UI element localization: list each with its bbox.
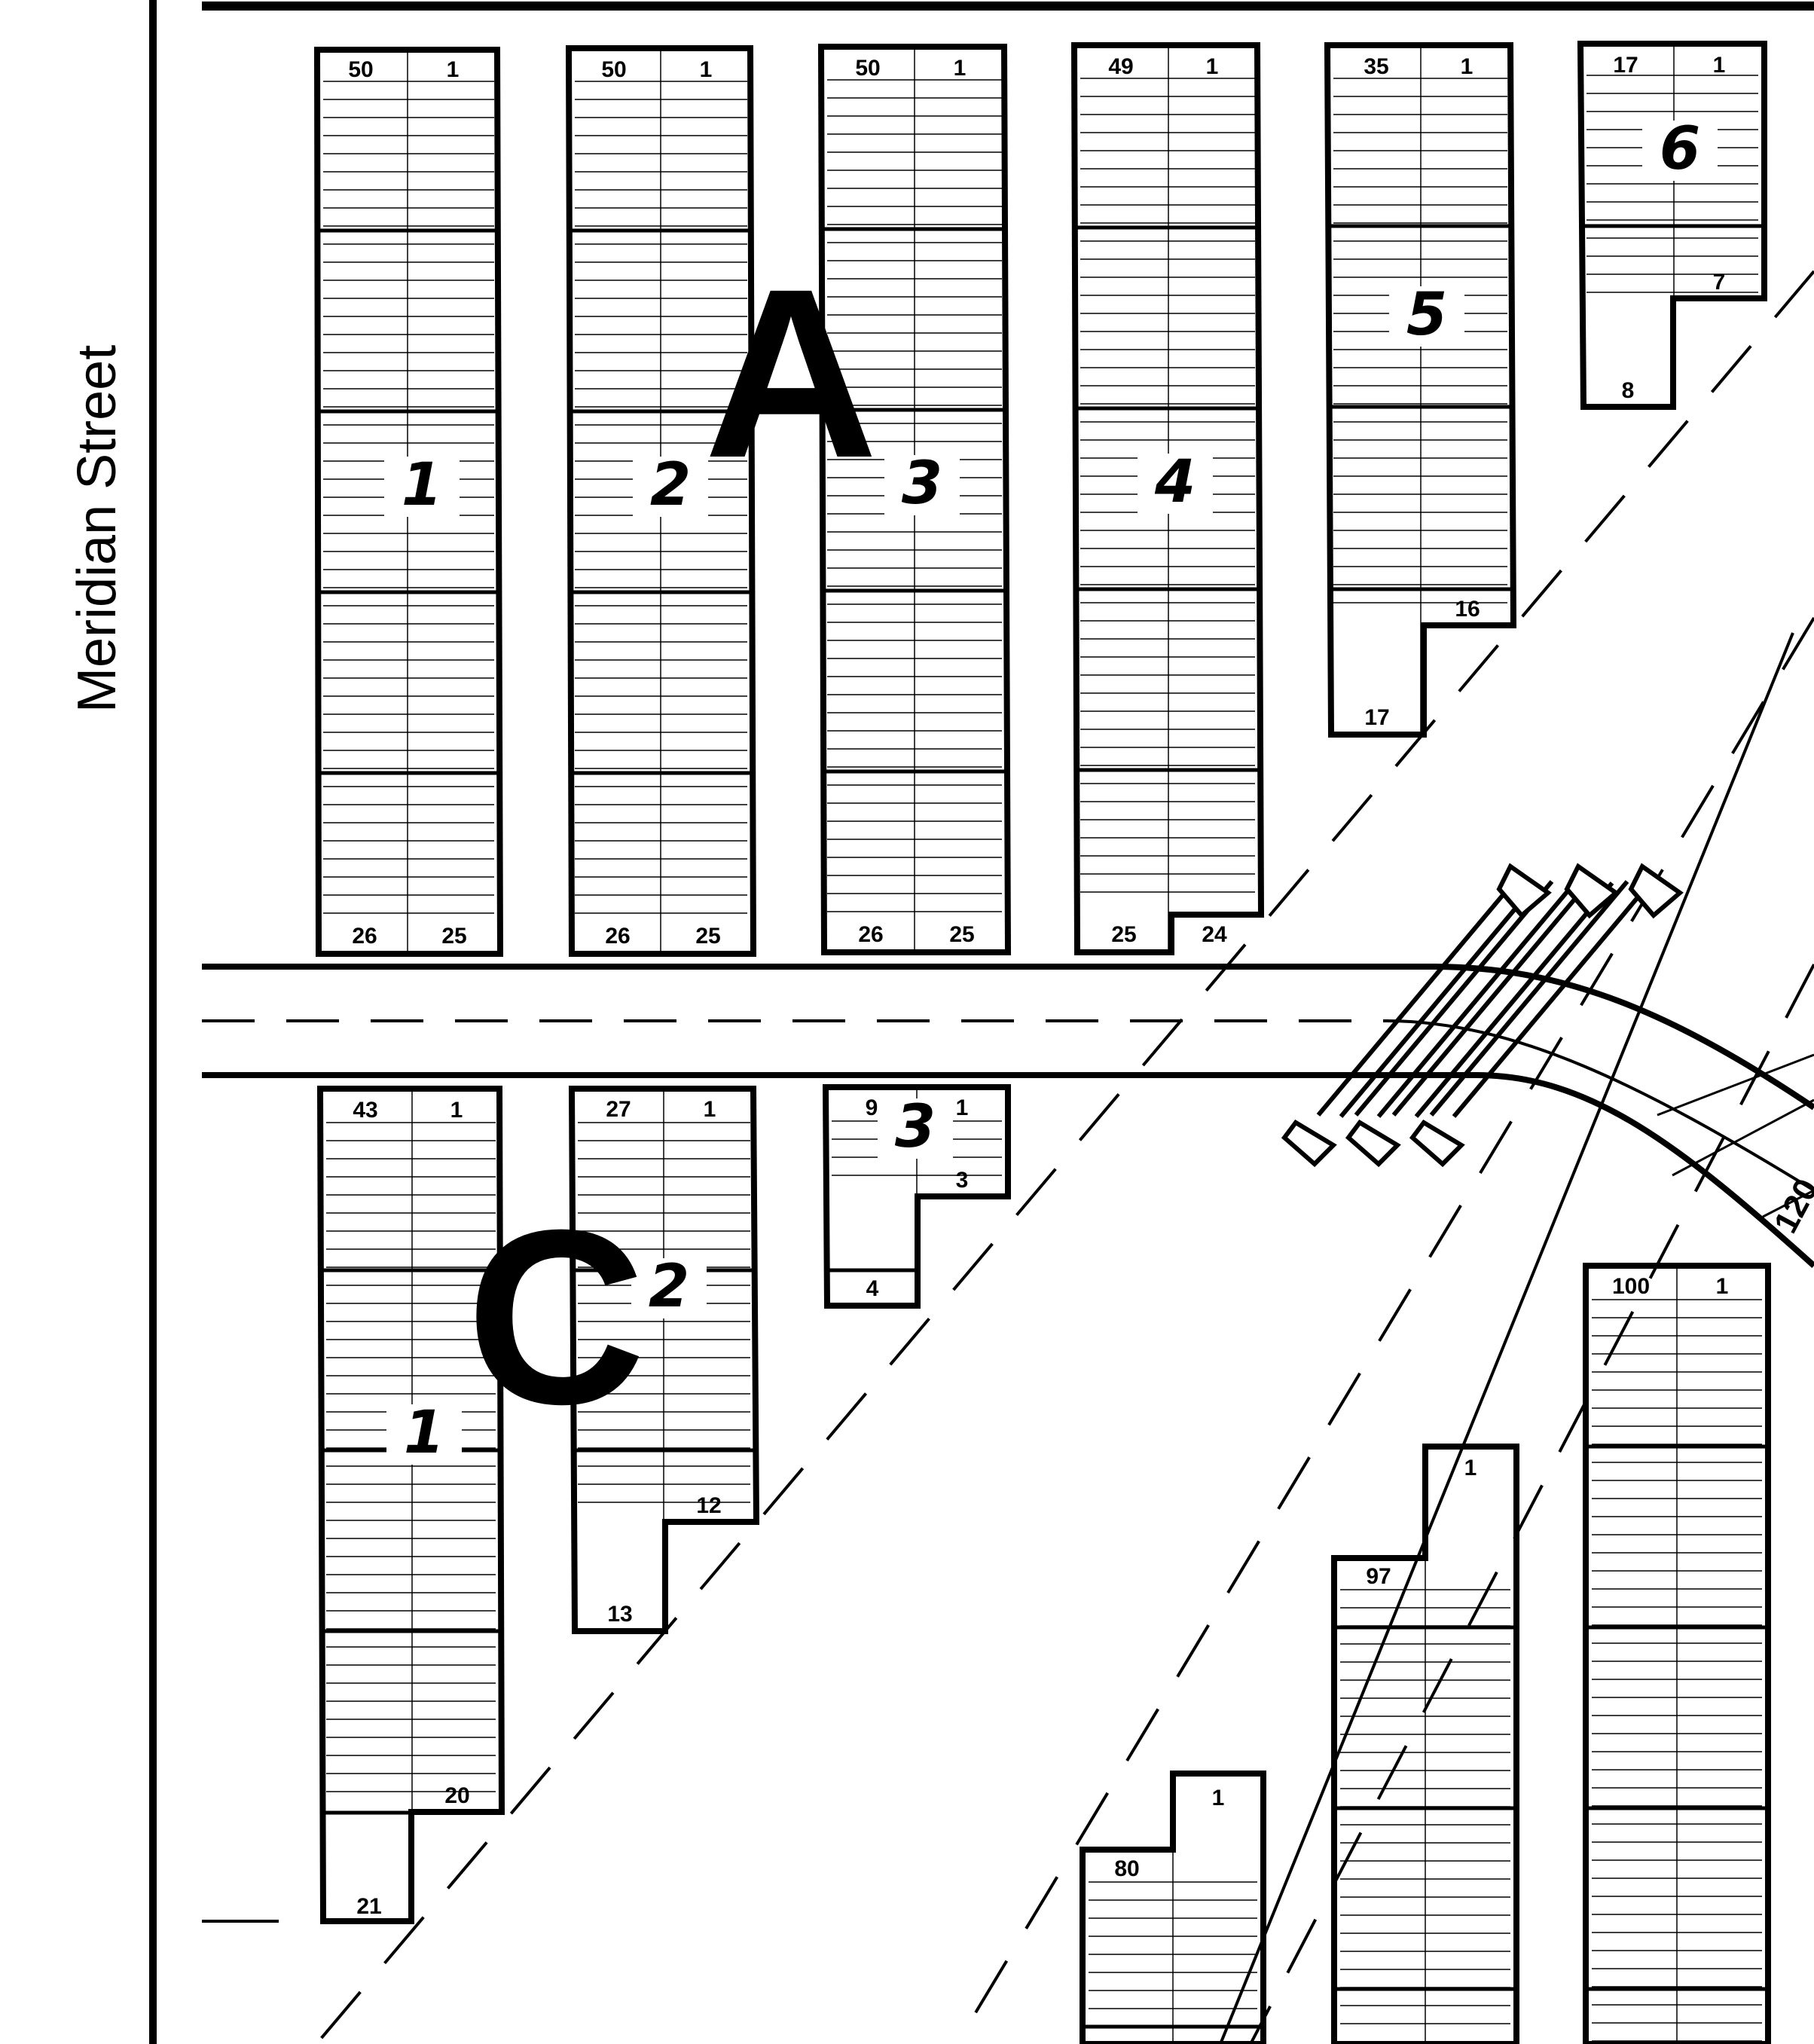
- lot-number: 24: [1202, 922, 1227, 947]
- lot-grid: [1083, 1774, 1263, 2044]
- lot-number: 17: [1613, 53, 1638, 78]
- block-number-bg: [386, 1404, 462, 1465]
- lot-number: 16: [1455, 597, 1480, 622]
- lot-grid: [1580, 44, 1764, 407]
- lot-number: 26: [352, 924, 377, 949]
- block-number: 3: [902, 450, 942, 518]
- block-number: 2: [650, 451, 691, 519]
- lot-number: 1: [1461, 54, 1473, 79]
- lot-number: 35: [1364, 54, 1388, 79]
- lot-number: 25: [441, 924, 466, 949]
- lot-number: 100: [1612, 1274, 1650, 1299]
- lot-number: 7: [1713, 270, 1726, 295]
- lot-number: 1: [1206, 54, 1219, 79]
- lot-number: 1: [954, 56, 967, 81]
- diagonal-roadway-solid: [1219, 632, 1794, 2044]
- block-r2: 97 1: [1331, 1444, 1519, 2044]
- block-number: 6: [1660, 115, 1700, 183]
- block-number: 1: [402, 451, 442, 519]
- lot-grid: [1074, 45, 1261, 952]
- lot-number: 3: [956, 1168, 969, 1193]
- lot-number: 8: [1622, 378, 1635, 403]
- block-a3: 3 50 1 26 25: [817, 44, 1012, 955]
- block-c2: 2 27 1 12 13: [568, 1086, 760, 1634]
- block-c1: 1 43 1 20 21: [316, 1086, 505, 1924]
- lot-number: 50: [601, 57, 626, 82]
- lot-number: 26: [605, 924, 630, 949]
- block-r3: 80 1: [1080, 1771, 1266, 2044]
- lot-number: 1: [700, 57, 713, 82]
- lot-grid: [1327, 45, 1513, 735]
- block-number-bg: [1389, 286, 1464, 347]
- lot-number: 21: [356, 1894, 381, 1919]
- block-a1: 1 50 1 26 25: [313, 47, 504, 957]
- block-a2: 2 50 1 26 25: [565, 45, 757, 957]
- section-c-label: C: [466, 1178, 646, 1456]
- lot-number: 25: [695, 924, 720, 949]
- block-number: 2: [649, 1253, 689, 1321]
- lot-number: 12: [696, 1493, 721, 1518]
- lot-number: 50: [855, 56, 880, 81]
- railroad-crossing: [1281, 863, 1684, 1168]
- block-number-bg: [633, 457, 708, 517]
- lot-number: 1: [1713, 53, 1726, 78]
- lot-number: 97: [1366, 1564, 1391, 1589]
- lot-number: 1: [704, 1097, 716, 1122]
- lot-number: 17: [1364, 705, 1389, 730]
- block-number-bg: [384, 457, 460, 517]
- block-number-bg: [884, 455, 960, 515]
- block-a4: 4 49 1 25 24: [1070, 42, 1265, 955]
- lot-number: 1: [447, 57, 460, 82]
- lot-number: 1: [450, 1098, 463, 1123]
- block-number-bg: [631, 1258, 707, 1318]
- lot-number: 26: [858, 922, 883, 947]
- block-r1: 100 1: [1583, 1263, 1771, 2044]
- lot-number: 9: [866, 1095, 878, 1120]
- lot-number: 49: [1108, 54, 1133, 79]
- lot-number: 25: [1111, 922, 1136, 947]
- lot-number: 1: [956, 1095, 969, 1120]
- block-number-bg: [1642, 121, 1718, 181]
- lot-number: 80: [1114, 1856, 1139, 1881]
- lot-grid: [569, 48, 753, 954]
- lot-number: 1: [1716, 1274, 1729, 1299]
- block-a5: 5 35 1 16 17: [1324, 42, 1517, 738]
- section-a-label: A: [704, 238, 878, 508]
- block-number-bg: [878, 1098, 953, 1159]
- lot-number: 1: [1212, 1786, 1225, 1810]
- block-number: 3: [895, 1093, 936, 1161]
- block-number: 5: [1406, 281, 1447, 349]
- block-number-bg: [1138, 454, 1213, 514]
- lot-number: 43: [353, 1098, 377, 1123]
- block-number: 1: [404, 1399, 444, 1467]
- lot-number: 25: [949, 922, 974, 947]
- lot-grid: [572, 1089, 756, 1631]
- lot-number: 4: [866, 1276, 879, 1301]
- lot-number: 27: [606, 1097, 631, 1122]
- lot-grid: [317, 50, 500, 954]
- lot-number: 13: [607, 1602, 632, 1627]
- lot-number: 50: [348, 57, 373, 82]
- lot-number: 1: [1464, 1456, 1477, 1480]
- lot-grid: [1586, 1266, 1768, 2044]
- diagonal-roadway: [315, 270, 1814, 2044]
- block-number: 4: [1154, 448, 1196, 516]
- lot-number: 20: [444, 1783, 469, 1808]
